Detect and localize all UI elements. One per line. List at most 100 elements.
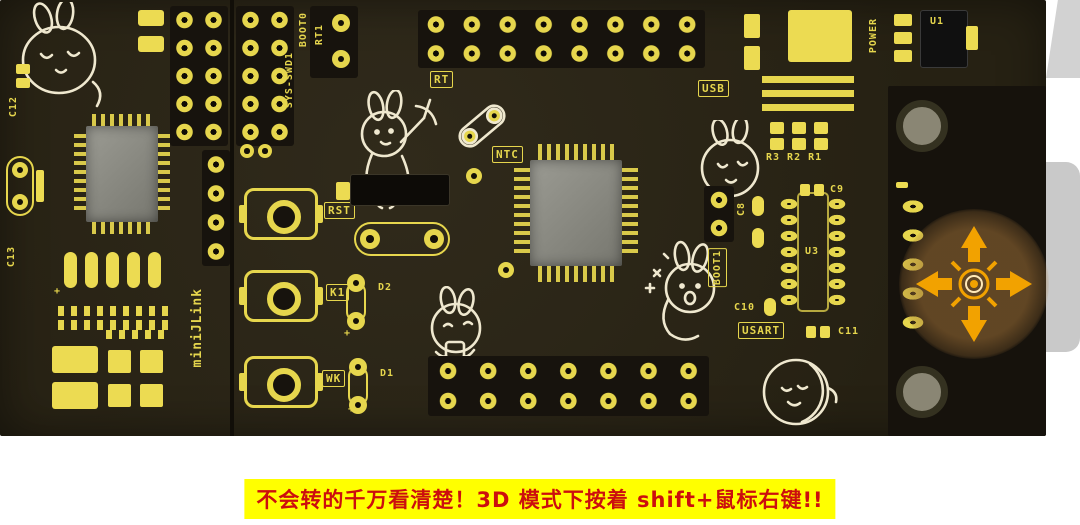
pad bbox=[814, 138, 828, 150]
pin-header-2x5 bbox=[170, 6, 228, 146]
rst-button[interactable] bbox=[239, 188, 323, 240]
pad bbox=[138, 36, 164, 52]
pad bbox=[814, 184, 824, 196]
rabbit-doodle-icon bbox=[762, 358, 838, 426]
board-seam bbox=[230, 0, 234, 436]
pad bbox=[814, 122, 828, 134]
pad bbox=[744, 46, 760, 70]
polarity-mark: + bbox=[344, 328, 352, 339]
rabbit-doodle-icon bbox=[21, 2, 102, 108]
pin-header-2x7 bbox=[428, 356, 709, 416]
label-c13: C13 bbox=[6, 246, 17, 268]
pad bbox=[140, 384, 163, 407]
pad bbox=[16, 78, 30, 88]
label-wk: WK bbox=[322, 370, 346, 387]
label-rt: RT bbox=[430, 71, 454, 88]
pad bbox=[16, 64, 30, 74]
usb-connector-pad bbox=[788, 10, 852, 62]
pcb-board: C12 C13 + bbox=[0, 0, 1049, 436]
label-power: POWER bbox=[868, 18, 879, 54]
label-d1: D1 bbox=[380, 368, 395, 379]
led-d2 bbox=[340, 274, 374, 330]
polarity-mark: + bbox=[348, 404, 356, 415]
pad bbox=[106, 252, 119, 288]
mounting-hole bbox=[896, 100, 948, 152]
pad bbox=[64, 252, 77, 288]
label-rst: RST bbox=[324, 202, 355, 219]
pad bbox=[966, 26, 978, 50]
boot1-header bbox=[704, 186, 734, 242]
pad bbox=[806, 326, 816, 338]
pad bbox=[894, 50, 912, 62]
label-r-group: R3 R2 R1 bbox=[766, 152, 823, 163]
k1-button[interactable] bbox=[239, 270, 323, 322]
rt1-footprint: RT1 bbox=[310, 6, 358, 78]
label-u3: U3 bbox=[805, 246, 820, 257]
pad bbox=[258, 144, 272, 158]
label-c10: C10 bbox=[734, 302, 756, 313]
pad-row bbox=[106, 330, 164, 339]
pad bbox=[752, 196, 764, 216]
usb-shield-pad bbox=[52, 382, 98, 409]
u1-body bbox=[920, 10, 968, 68]
label-usart: USART bbox=[738, 322, 785, 339]
pad bbox=[148, 252, 161, 288]
label-c11: C11 bbox=[838, 326, 860, 337]
inductor-body bbox=[350, 174, 450, 206]
led-d1 bbox=[342, 358, 376, 414]
wk-button[interactable] bbox=[239, 356, 323, 408]
pin-header-1x4 bbox=[202, 150, 230, 266]
pad bbox=[894, 14, 912, 26]
pin-header-2x5 bbox=[236, 6, 294, 146]
pin-header-2x8 bbox=[418, 10, 705, 68]
pad bbox=[764, 298, 776, 316]
pad-row bbox=[58, 306, 170, 316]
rotate-gizmo-icon[interactable] bbox=[912, 222, 1036, 346]
pad-row bbox=[58, 320, 170, 330]
pad bbox=[466, 168, 482, 184]
label-ntc: NTC bbox=[492, 146, 523, 163]
crystal-footprint bbox=[6, 156, 46, 218]
label-d2: D2 bbox=[378, 282, 393, 293]
label-rt1: RT1 bbox=[314, 24, 325, 46]
pad bbox=[108, 350, 131, 373]
rabbit-doodle-icon bbox=[644, 240, 716, 341]
pad bbox=[138, 10, 164, 26]
pin1-mark bbox=[896, 182, 908, 188]
label-c9: C9 bbox=[830, 184, 845, 195]
label-usb: USB bbox=[698, 80, 729, 97]
pad bbox=[800, 184, 810, 196]
pad bbox=[498, 262, 514, 278]
mcu-qfp-chip bbox=[514, 144, 638, 282]
pad bbox=[744, 14, 760, 38]
label-sys-swd1: SYS-SWD1 bbox=[284, 52, 295, 109]
usb-shield-pad bbox=[52, 346, 98, 373]
pad bbox=[240, 144, 254, 158]
capacitor-footprint bbox=[354, 222, 450, 256]
polarity-mark: + bbox=[54, 286, 62, 297]
pad bbox=[85, 252, 98, 288]
label-c8: C8 bbox=[736, 202, 747, 217]
pad bbox=[108, 384, 131, 407]
pad bbox=[140, 350, 163, 373]
usb-pin-row bbox=[762, 76, 854, 116]
qfp-chip bbox=[74, 114, 170, 234]
caption-banner: 不会转的千万看清楚！3D 模式下按着 shift+鼠标右键!! bbox=[244, 479, 836, 519]
mounting-hole bbox=[896, 366, 948, 418]
pad bbox=[752, 228, 764, 248]
edge-corner-tab bbox=[1046, 0, 1080, 78]
label-boot1: BOOT1 bbox=[708, 248, 727, 288]
pad bbox=[770, 122, 784, 134]
right-panel bbox=[888, 86, 1049, 436]
label-c12: C12 bbox=[8, 96, 19, 118]
u3-dip-footprint: U3 bbox=[780, 190, 846, 316]
pad bbox=[820, 326, 830, 338]
pad bbox=[336, 182, 350, 200]
pad bbox=[894, 32, 912, 44]
label-k1: K1 bbox=[326, 284, 350, 301]
pad bbox=[770, 138, 784, 150]
pad bbox=[792, 122, 806, 134]
label-minijlink: miniJLink bbox=[190, 288, 205, 368]
label-boot0: BOOT0 bbox=[298, 12, 309, 48]
